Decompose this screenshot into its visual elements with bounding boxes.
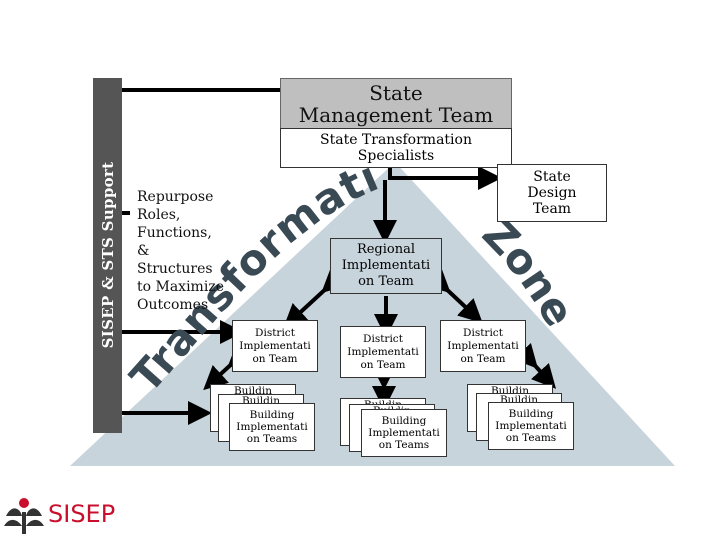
district-team-box-3: District Implementati on Team: [440, 320, 526, 372]
zone-word: Zone: [473, 209, 584, 335]
support-bar: [93, 78, 122, 433]
state-transformation-specialists-box: State Transformation Specialists: [280, 128, 512, 168]
sisep-tree-logo-icon: [4, 498, 44, 534]
regional-implementation-team-box: Regional Implementati on Team: [330, 238, 442, 294]
building-team-box-3: Building Implementati on Teams: [488, 402, 574, 450]
district-team-box-1: District Implementati on Team: [232, 320, 318, 372]
sisep-logo-text: SISEP: [48, 500, 116, 528]
repurpose-text: Repurpose Roles, Functions, & Structures…: [137, 189, 224, 313]
state-design-team-box: State Design Team: [497, 164, 607, 222]
svg-text:Zone: Zone: [473, 209, 584, 335]
district-team-box-2: District Implementati on Team: [340, 326, 426, 378]
building-team-box-2: Building Implementati on Teams: [361, 409, 447, 457]
state-management-team-box: State Management Team: [280, 78, 512, 130]
building-team-box-1: Building Implementati on Teams: [229, 403, 315, 451]
